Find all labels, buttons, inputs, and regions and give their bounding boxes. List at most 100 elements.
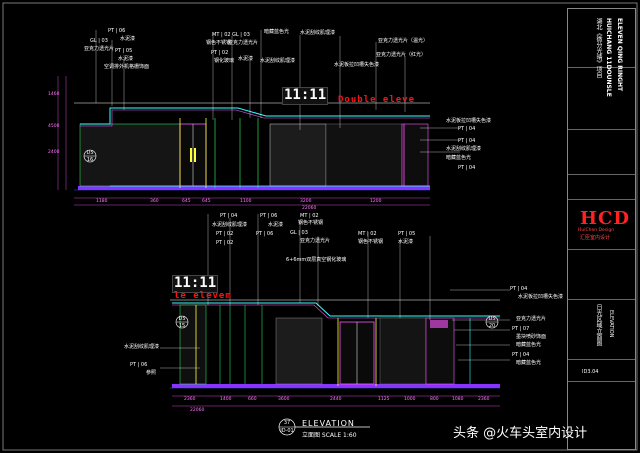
callout-mt02-c: MT | 02 (358, 231, 377, 237)
callout-ripple-cement-b: 水泥刮纹肌理漆 (260, 58, 296, 64)
callout-gl03-c: GL | 03 (290, 230, 308, 236)
callout-ss-a: 钢色不锈钢 (206, 40, 232, 46)
top-elevation (57, 30, 460, 206)
bottom-elevation (160, 214, 510, 436)
callout-hidden-light-a: 暗藏蓝色光 (264, 29, 290, 35)
callout-acrylic-red: 亚克力透光片（红光） (376, 52, 427, 58)
callout-mt02-b: MT | 02 (300, 213, 319, 219)
callout-groove-b: 水泥板拉凹槽失色漆 (446, 118, 492, 124)
callout-pt06-b: PT | 06 (260, 213, 278, 219)
dim-top-5: 1100 (240, 199, 252, 204)
callout-pt02-c: PT | 02 (216, 240, 234, 246)
callout-pt02-b: PT | 02 (216, 231, 234, 237)
callout-hidden-blue-b: 暗藏蓝色光 (446, 155, 472, 161)
elevation-subtitle: 立面图 SCALE 1:60 (302, 432, 357, 439)
section-tag-d5-15-top: D5 (178, 316, 186, 322)
dim-bot-5: 2440 (330, 397, 342, 402)
section-tag-d5-top: D5 (86, 150, 94, 156)
dim-left-2: 4500 (48, 124, 60, 129)
callout-hidden-blue-d: 暗藏蓝色光 (516, 360, 542, 366)
callout-ss-c: 钢色不锈钢 (358, 239, 384, 245)
logo-top: 11:11 (284, 87, 327, 103)
callout-pt05-a: PT | 05 (115, 48, 133, 54)
elevation-tag-number: 37 (283, 420, 291, 426)
callout-exhaust-grille: 空调排外机格栅饰面 (104, 64, 150, 70)
callout-hidden-blue-c: 暗藏蓝色光 (516, 342, 542, 348)
dim-bot-1: 2360 (184, 397, 196, 402)
dim-bot-2: 1400 (220, 397, 232, 402)
callout-pt06-a: PT | 06 (108, 28, 126, 34)
dim-top-3: 645 (182, 199, 191, 204)
project-name-cn: 湖北《微分光晴》项目 (595, 18, 602, 78)
callout-cement-b: 水泥漆 (238, 56, 254, 62)
dim-top-1: 1180 (96, 199, 108, 204)
callout-acrylic-c: 亚克力透光片 (300, 238, 331, 244)
section-tag-d5-20-bot: 20 (488, 323, 496, 329)
callout-cement-c: 水泥漆 (268, 222, 284, 228)
callout-pt04-b: PT | 04 (458, 138, 476, 144)
callout-groove-a: 水泥板拉凹槽失色漆 (334, 62, 380, 68)
sheet-number: ID3.04 (582, 369, 599, 375)
dim-bot-8: 800 (430, 397, 439, 402)
callout-ripple-c: 水泥刮纹肌理漆 (446, 146, 482, 152)
dim-bot-total: 22060 (190, 408, 205, 413)
dim-left-3: 2400 (48, 150, 60, 155)
firm-name-en: HuiChen Design (578, 228, 615, 233)
drawing-name-en: ELEVATION (608, 310, 614, 338)
dim-top-2: 360 (150, 199, 159, 204)
logo-panel-top (282, 87, 328, 105)
callout-pt06-d: PT | 06 (130, 362, 148, 368)
callout-pt02-a: PT | 02 (211, 50, 229, 56)
title-block (567, 8, 636, 450)
dim-bot-6: 1125 (378, 397, 390, 402)
dim-top-7: 1200 (370, 199, 382, 204)
callout-glass-b: 6+6mm双层真空钢化玻璃 (286, 257, 347, 263)
callout-cement-mist: 水泥漆 (120, 36, 136, 42)
callout-acrylic-d: 亚克力透光片 (516, 316, 547, 322)
callout-ripple-e: 水泥刮纹肌理漆 (124, 344, 160, 350)
ripple-panel-top (269, 123, 327, 187)
floor-base-bottom (172, 384, 500, 388)
callout-paint-ref: 参照 (146, 370, 157, 376)
callout-pt05-b: PT | 05 (398, 231, 416, 237)
ripple-panel-bottom (275, 317, 323, 385)
callout-groove-c: 水泥板拉凹槽失色漆 (518, 294, 564, 300)
section-tag-d5-15-bot: 15 (178, 323, 186, 329)
section-tag-16-bot: 16 (86, 157, 94, 163)
project-name-en-2: ELEVEN QING RINGHT (616, 18, 623, 92)
dim-left-1: 1460 (48, 92, 60, 97)
dim-top-6: 3200 (300, 199, 312, 204)
dim-bot-4: 3600 (278, 397, 290, 402)
logo-bottom: 11:11 (174, 275, 217, 291)
elevation-tag-sheet: ID-01 (280, 428, 294, 434)
dim-bot-3: 660 (248, 397, 257, 402)
callout-pt04-e: PT | 04 (510, 286, 528, 292)
double-eleven-bottom: le elevem (174, 291, 232, 301)
callout-mt02: MT | 02 (212, 32, 231, 38)
callout-acrylic-b: 亚克力透光片 (228, 40, 259, 46)
floor-base-top (78, 186, 430, 190)
callout-acrylic-warm: 亚克力透光片（温光） (378, 38, 429, 44)
elevation-title: ELEVATION (302, 419, 355, 428)
logo-panel-bottom (172, 275, 218, 293)
callout-pt06-c: PT | 06 (256, 231, 274, 237)
firm-logo: HCD (580, 208, 630, 229)
callout-cement-d: 水泥漆 (398, 239, 414, 245)
dim-bot-7: 1000 (404, 397, 416, 402)
callout-cement-wall-a: 水泥漆 (118, 56, 134, 62)
dim-bot-10: 2360 (478, 397, 490, 402)
dim-top-total: 22060 (302, 206, 317, 211)
callout-ss-b: 钢色不锈钢 (298, 220, 324, 226)
callout-pt07: PT | 07 (512, 326, 530, 332)
callout-gl03-b: GL | 03 (232, 32, 250, 38)
callout-gl03-a: GL | 03 (90, 38, 108, 44)
double-eleven-top: Double eleve (338, 95, 416, 105)
watermark-text: 头条 @火车头室内设计 (453, 426, 588, 441)
dim-top-4: 645 (202, 199, 211, 204)
project-name-en-1: HUICHANG 11DOUNSLE (605, 18, 612, 97)
callout-paint-pattern: 墨块喷砂饰面 (516, 334, 547, 340)
callout-acrylic-light: 亚克力透光片 (84, 46, 115, 52)
